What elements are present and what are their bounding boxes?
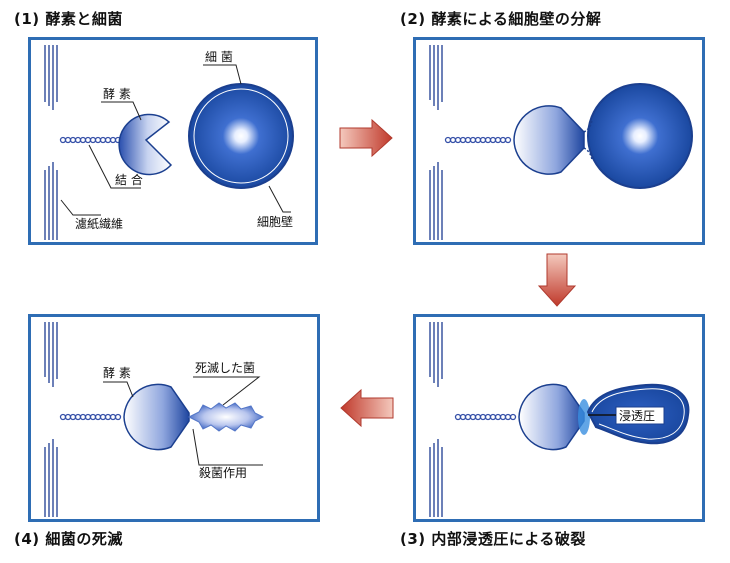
label-bacteria: 細 菌 [205, 50, 233, 64]
panel-1-title: (1) 酵素と細菌 [14, 10, 123, 28]
label-enzyme-4: 酵 素 [103, 366, 131, 380]
arrow-right-icon [339, 118, 393, 158]
enzyme-shape [118, 113, 173, 176]
panel-4-title: (4) 細菌の死滅 [14, 530, 123, 548]
bond-chain [59, 136, 122, 144]
label-filter-fiber: 濾紙繊維 [75, 216, 123, 231]
panel-3-title: (3) 内部浸透圧による破裂 [400, 530, 586, 548]
panel-3-illustration: 浸透圧 [429, 322, 690, 517]
enzyme-shape-4 [123, 383, 190, 451]
enzyme-shape-2 [513, 105, 585, 175]
label-bactericidal-action: 殺菌作用 [199, 466, 247, 480]
panel-2 [413, 37, 705, 245]
label-enzyme: 酵 素 [103, 87, 131, 101]
filter-fiber-top [44, 45, 58, 110]
arrow-left-icon [340, 388, 394, 428]
label-bond: 結 合 [115, 172, 143, 187]
bacteria-shape [188, 83, 294, 189]
enzyme-shape-3 [518, 383, 585, 451]
label-osmotic-pressure: 浸透圧 [619, 409, 655, 423]
bacteria-shape-2 [587, 83, 693, 189]
panel-2-illustration [429, 45, 693, 240]
filter-fiber-bottom [44, 162, 58, 240]
panel-1: 酵 素 細 菌 結 合 濾紙繊維 細胞壁 [28, 37, 318, 245]
arrow-down-icon [537, 253, 577, 307]
dead-bacteria [187, 402, 265, 432]
label-cell-wall: 細胞壁 [257, 214, 293, 229]
panel-4-illustration: 酵 素 死滅した菌 殺菌作用 [44, 322, 265, 517]
panel-2-title: (2) 酵素による細胞壁の分解 [400, 10, 602, 28]
panel-4: 酵 素 死滅した菌 殺菌作用 [28, 314, 320, 522]
label-dead-bacteria: 死滅した菌 [195, 361, 255, 375]
panel-1-illustration: 酵 素 細 菌 結 合 濾紙繊維 細胞壁 [44, 45, 294, 240]
panel-3: 浸透圧 [413, 314, 705, 522]
